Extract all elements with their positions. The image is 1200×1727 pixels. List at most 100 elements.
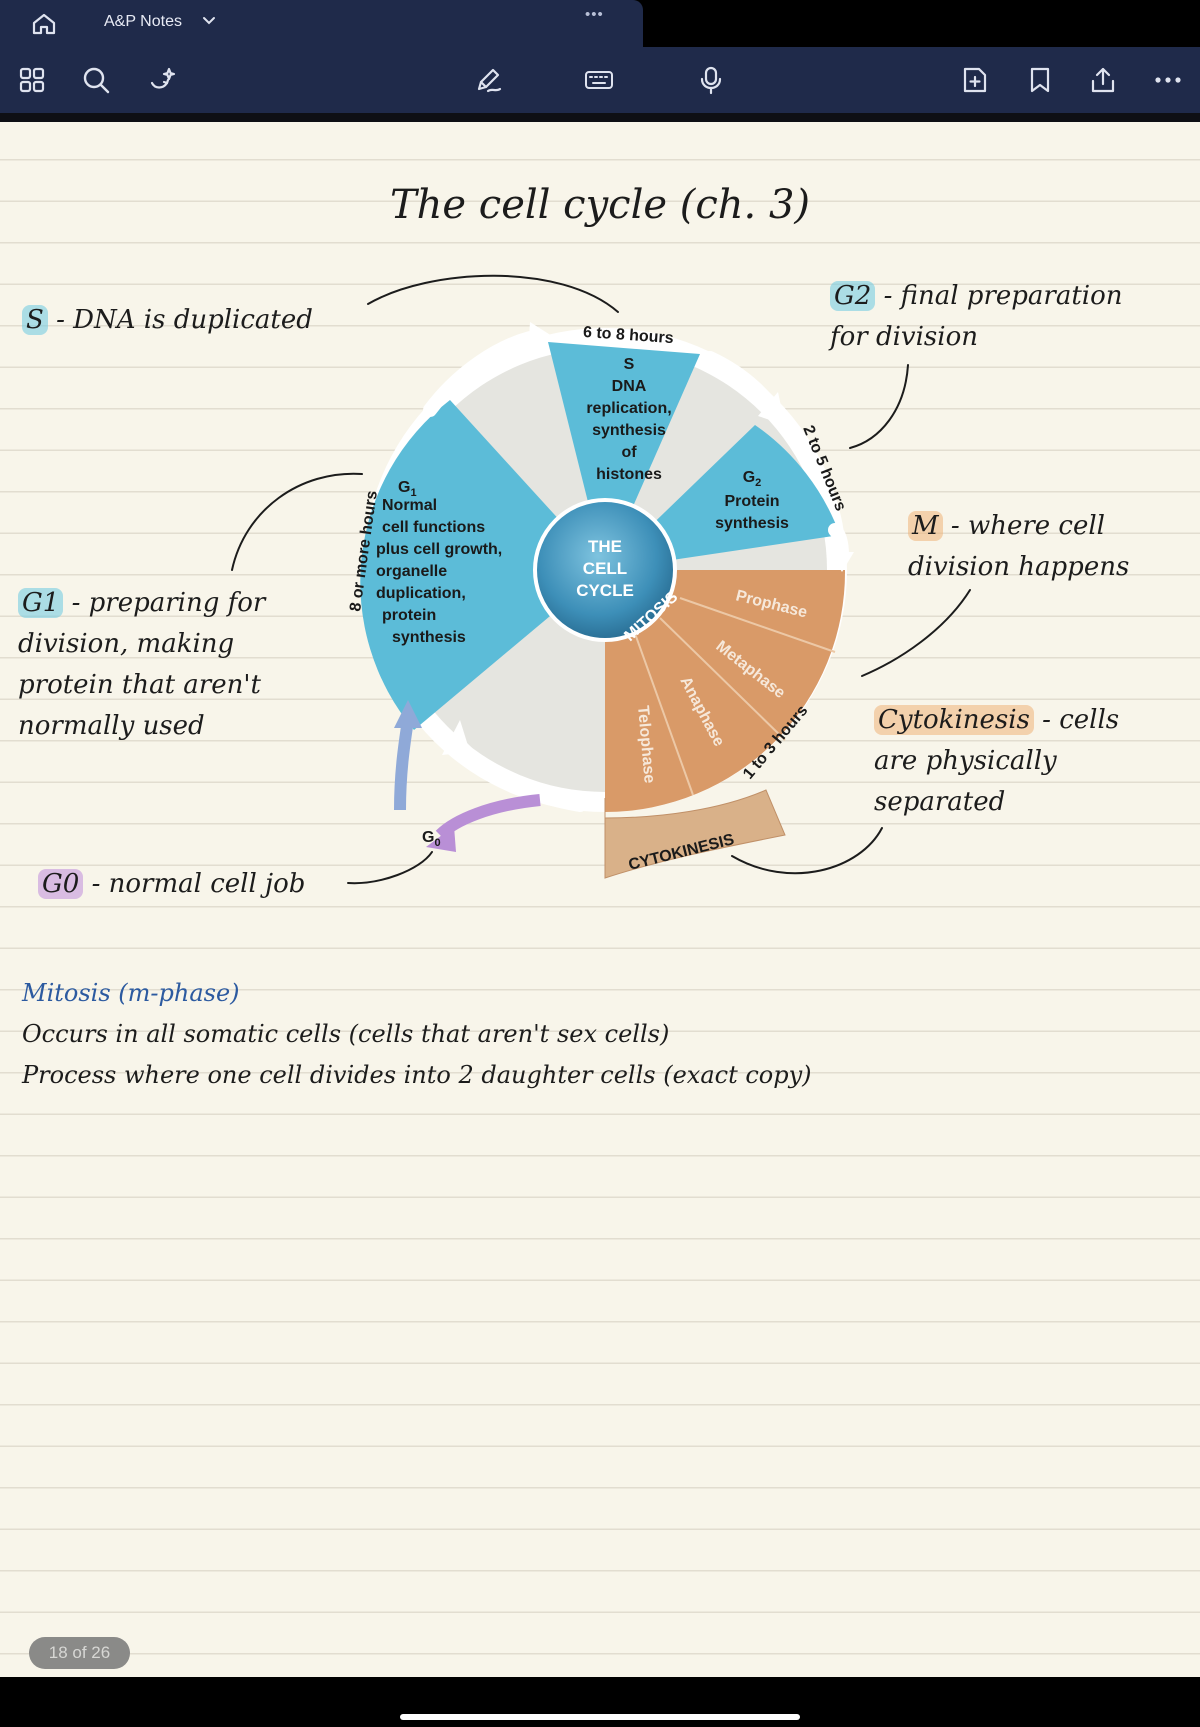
note-tab-title: A&P Notes bbox=[104, 13, 182, 30]
g0-down-arrow bbox=[435, 794, 541, 840]
g1-line-7: synthesis bbox=[392, 629, 466, 646]
annotation-m: M - where cell division happens bbox=[908, 506, 1129, 588]
mitosis-sector bbox=[605, 570, 846, 812]
microphone-icon bbox=[700, 66, 722, 95]
s-duration: 6 to 8 hours bbox=[582, 324, 674, 347]
g2-line-2: synthesis bbox=[715, 515, 789, 532]
center-label-1: THE bbox=[588, 537, 622, 556]
annotation-g0: G0 - normal cell job bbox=[38, 864, 305, 905]
g1-line-2: cell functions bbox=[382, 519, 485, 536]
toolbar bbox=[0, 47, 1200, 113]
mitosis-note-line-2: Process where one cell divides into 2 da… bbox=[22, 1061, 812, 1089]
annotation-g1-line4: normally used bbox=[18, 711, 205, 741]
note-tab[interactable]: A&P Notes ••• bbox=[88, 0, 643, 47]
g2-letter-main: G bbox=[743, 469, 755, 486]
g0-up-arrow bbox=[394, 719, 414, 811]
tab-bar: A&P Notes ••• bbox=[0, 0, 1200, 47]
tab-grip-handle[interactable]: ••• bbox=[585, 6, 604, 23]
ai-assist-button[interactable] bbox=[144, 62, 180, 98]
g1-letter-sub: 1 bbox=[410, 487, 416, 499]
g1-letter: G1 bbox=[398, 479, 417, 499]
home-button[interactable] bbox=[0, 0, 88, 47]
s-line-4: of bbox=[621, 444, 637, 461]
mitosis-heading: Mitosis (m-phase) bbox=[22, 979, 240, 1007]
s-line-3: synthesis bbox=[592, 422, 666, 439]
center-circle bbox=[533, 498, 677, 642]
annotation-cytokinesis-line3: separated bbox=[874, 787, 1006, 817]
annotation-g1-line1: - preparing for bbox=[71, 588, 266, 618]
annotation-cytokinesis-term: Cytokinesis bbox=[874, 705, 1034, 735]
g1-line-4: organelle bbox=[376, 563, 447, 580]
annotation-s: S - DNA is duplicated bbox=[22, 300, 313, 341]
toolbar-shadow bbox=[0, 113, 1200, 122]
g0-letter-main: G bbox=[422, 829, 434, 846]
share-icon bbox=[1091, 67, 1115, 93]
ai-sparkle-icon bbox=[150, 67, 176, 89]
annotation-g1-line2: division, making bbox=[18, 629, 235, 659]
g1-line-1: Normal bbox=[382, 497, 437, 514]
s-line-5: histones bbox=[596, 466, 662, 483]
note-title: The cell cycle (ch. 3) bbox=[389, 182, 811, 228]
g1-line-3: plus cell growth, bbox=[376, 541, 502, 558]
search-icon bbox=[83, 67, 110, 94]
annotation-cytokinesis-line1: - cells bbox=[1042, 705, 1120, 735]
microphone-button[interactable] bbox=[693, 62, 729, 98]
g1-sector bbox=[360, 400, 605, 730]
annotation-g1-term: G1 bbox=[18, 588, 64, 618]
bookmark-icon bbox=[1030, 67, 1050, 93]
grid-icon bbox=[19, 67, 45, 93]
annotation-g0-text: - normal cell job bbox=[91, 869, 306, 899]
more-options-button[interactable] bbox=[1150, 62, 1186, 98]
center-label-2: CELL bbox=[583, 559, 627, 578]
cell-cycle-diagram: THE CELL CYCLE 6 to 8 hours S DNA replic… bbox=[347, 322, 854, 879]
g2-letter: G2 bbox=[743, 469, 762, 489]
page-indicator[interactable]: 18 of 26 bbox=[29, 1637, 130, 1669]
cytokinesis-banner bbox=[604, 789, 786, 879]
annotation-g1: G1 - preparing for division, making prot… bbox=[18, 583, 265, 747]
g0-up-arrowhead bbox=[394, 700, 422, 728]
bookmark-button[interactable] bbox=[1022, 62, 1058, 98]
annotation-m-line2: division happens bbox=[908, 552, 1130, 582]
cycle-arrowheads bbox=[442, 322, 854, 755]
annotation-g2-term: G2 bbox=[830, 281, 876, 311]
annotation-g0-term: G0 bbox=[38, 869, 84, 899]
keyboard-button[interactable] bbox=[581, 62, 617, 98]
g0-label: G0 bbox=[422, 829, 441, 849]
annotation-s-text: - DNA is duplicated bbox=[56, 305, 313, 335]
add-page-icon bbox=[963, 67, 987, 93]
annotation-s-term: S bbox=[22, 305, 48, 335]
pen-tool-button[interactable] bbox=[470, 62, 506, 98]
g1-line-6: protein bbox=[382, 607, 436, 624]
search-button[interactable] bbox=[78, 62, 114, 98]
home-indicator[interactable] bbox=[400, 1714, 800, 1720]
g0-down-arrowhead bbox=[426, 826, 456, 852]
annotation-g2-line2: for division bbox=[830, 322, 978, 352]
center-label-3: CYCLE bbox=[576, 581, 634, 600]
share-button[interactable] bbox=[1085, 62, 1121, 98]
grid-button[interactable] bbox=[14, 62, 50, 98]
annotation-g1-line3: protein that aren't bbox=[18, 670, 261, 700]
home-icon bbox=[32, 13, 56, 34]
g2-letter-sub: 2 bbox=[755, 477, 761, 489]
g0-letter-sub: 0 bbox=[434, 837, 440, 849]
phase-telophase: Telophase bbox=[634, 705, 658, 784]
s-letter: S bbox=[624, 356, 635, 373]
annotation-cytokinesis-line2: are physically bbox=[874, 746, 1057, 776]
g1-line-5: duplication, bbox=[376, 585, 466, 602]
annotation-m-term: M bbox=[908, 511, 943, 541]
annotation-cytokinesis: Cytokinesis - cells are physically separ… bbox=[874, 700, 1119, 823]
pen-icon bbox=[477, 68, 502, 93]
more-icon bbox=[1155, 77, 1181, 83]
add-page-button[interactable] bbox=[957, 62, 993, 98]
s-line-1: DNA bbox=[612, 378, 647, 395]
s-sector bbox=[548, 342, 700, 570]
g1-letter-main: G bbox=[398, 479, 410, 496]
mitosis-note-line-1: Occurs in all somatic cells (cells that … bbox=[22, 1020, 670, 1048]
chevron-down-icon[interactable] bbox=[201, 12, 217, 28]
annotation-m-line1: - where cell bbox=[950, 511, 1105, 541]
s-line-2: replication, bbox=[586, 400, 671, 417]
g2-line-1: Protein bbox=[724, 493, 779, 510]
annotation-g2-line1: - final preparation bbox=[883, 281, 1123, 311]
annotation-g2: G2 - final preparation for division bbox=[830, 276, 1123, 358]
keyboard-icon bbox=[585, 71, 613, 89]
